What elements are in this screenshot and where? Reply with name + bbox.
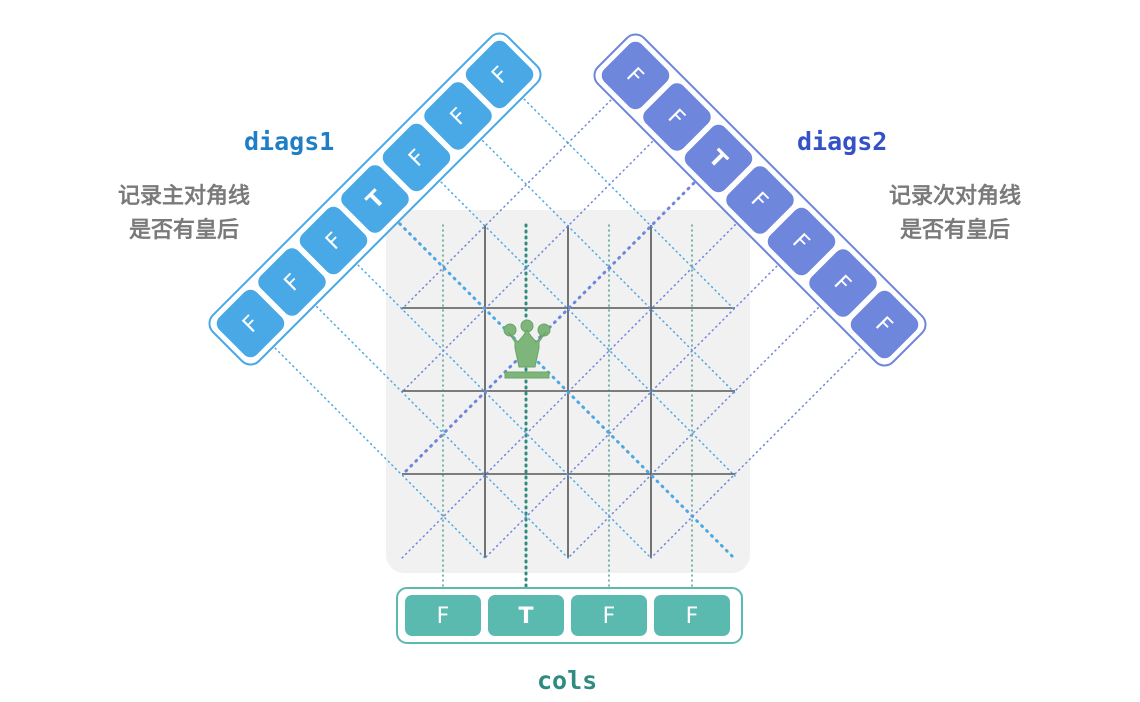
cols-cell-value: F: [603, 604, 616, 629]
diags1-description: 记录主对角线 是否有皇后: [94, 180, 274, 248]
cols-cell-value: F: [686, 604, 699, 629]
diags1-cell: [258, 248, 326, 316]
cols-cell: [654, 595, 730, 636]
diags2-desc-line2: 是否有皇后: [899, 218, 1010, 243]
diags2-cell: [809, 249, 877, 317]
diags1-desc-line2: 是否有皇后: [128, 218, 239, 243]
diags2-guide-line: [567, 282, 844, 559]
diags1-guide-line: [415, 156, 736, 477]
diags2-cell: [726, 166, 794, 234]
cols-cell: [571, 595, 647, 636]
diagonal-guide-lines: [249, 73, 886, 597]
diags1-desc-line1: 记录主对角线: [117, 184, 250, 209]
diags2-guide-line: [650, 323, 886, 559]
diags1-guide-line: [332, 239, 652, 559]
diags1-guide-line: [498, 73, 736, 311]
diags2-guide-line: [401, 199, 761, 559]
diags1-guide-line: [457, 115, 736, 394]
diags2-label: diags2: [797, 127, 888, 156]
cols-label: cols: [537, 666, 598, 695]
diags1-guide-line: [249, 322, 486, 559]
diags1-cell: [216, 289, 285, 358]
queen-icon: [503, 319, 551, 379]
diags1-cell: [382, 123, 451, 192]
diags1-guide-line: [291, 281, 569, 559]
cols-cell: [405, 595, 481, 636]
diags1-cell: [341, 165, 409, 233]
diags1-cell: [299, 206, 368, 275]
diags2-cell: [850, 290, 919, 359]
diags2-desc-line1: 记录次对角线: [888, 184, 1021, 209]
cols-cell: [488, 595, 564, 636]
diags2-cell: [684, 124, 753, 193]
cols-cell-value: F: [437, 604, 450, 629]
diags1-guide-line: [373, 197, 736, 560]
diags1-label: diags1: [244, 127, 335, 156]
diags2-description: 记录次对角线 是否有皇后: [865, 180, 1045, 248]
diags2-cell: [767, 207, 836, 276]
cols-cell-value: T: [518, 604, 533, 629]
diags1-cell: [424, 82, 492, 150]
diags2-cell: [601, 41, 670, 110]
diags1-cell: [465, 40, 534, 109]
diags2-cell: [643, 83, 711, 151]
diags2-guide-line: [484, 240, 803, 559]
diags2-guide-line: [401, 74, 637, 310]
diags2-guide-line: [400, 157, 720, 477]
diags2-guide-line: [401, 116, 678, 393]
